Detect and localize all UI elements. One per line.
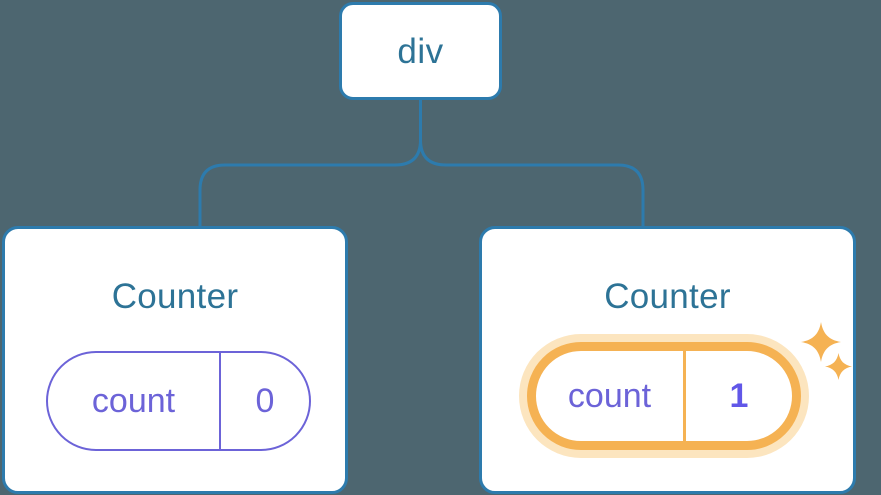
counter-right-state-value: 1 (729, 377, 749, 415)
counter-left-title: Counter (111, 277, 239, 316)
sparkle-large-icon (801, 322, 841, 362)
counter-left-state-value: 0 (255, 382, 275, 420)
node-div[interactable]: div (339, 2, 502, 100)
edge-to-left-counter (198, 98, 422, 228)
counter-right-title: Counter (604, 277, 731, 316)
counter-right-state-key: count (536, 351, 686, 441)
node-counter-left[interactable]: Counter count 0 (2, 226, 348, 494)
counter-left-state-key: count (48, 353, 221, 449)
sparkle-small-icon (825, 353, 852, 380)
edge-to-right-counter (419, 98, 645, 228)
counter-left-state-pill[interactable]: count 0 (46, 351, 311, 451)
counter-right-state-pill[interactable]: count 1 (519, 334, 809, 458)
node-div-label: div (397, 31, 444, 71)
